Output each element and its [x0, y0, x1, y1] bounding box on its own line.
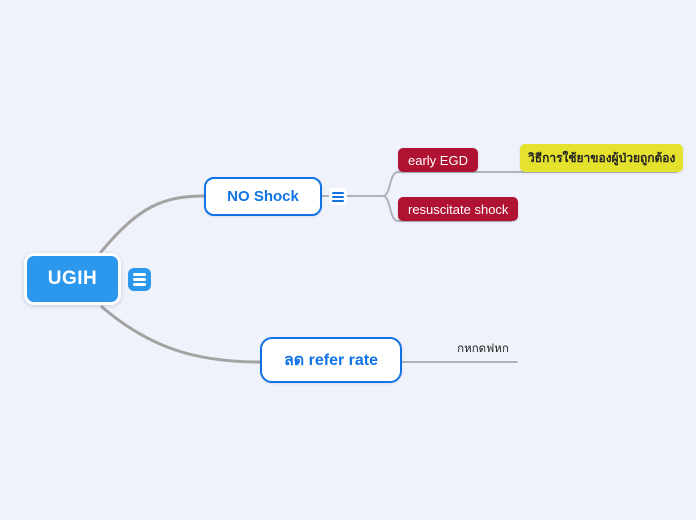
root-node-label: UGIH [47, 268, 98, 289]
node-early-egd[interactable]: early EGD [398, 148, 478, 172]
node-no-shock[interactable]: NO Shock [204, 177, 322, 216]
connector-no-shock-children [321, 171, 677, 222]
connector-root-to-refer-rate [100, 305, 262, 364]
node-refer-rate-label: ลด refer rate [283, 351, 378, 369]
node-medication-use[interactable]: วิธีการใช้ยาของผู้ป่วยถูกต้อง [520, 144, 684, 172]
root-hamburger-icon[interactable] [128, 268, 151, 291]
menu-bar [133, 273, 146, 276]
no-shock-hamburger-icon[interactable] [329, 188, 347, 205]
menu-bar [332, 199, 344, 202]
menu-bar [133, 283, 146, 286]
menu-bar [133, 278, 146, 281]
node-early-egd-label: early EGD [408, 152, 468, 168]
node-plain-text[interactable]: กหกดฟหก [450, 340, 516, 358]
node-resuscitate-shock-label: resuscitate shock [408, 201, 509, 217]
node-plain-text-label: กหกดฟหก [457, 343, 509, 355]
root-node-ugih[interactable]: UGIH [24, 253, 121, 305]
node-resuscitate-shock[interactable]: resuscitate shock [398, 197, 519, 221]
node-refer-rate[interactable]: ลด refer rate [260, 337, 402, 383]
menu-bar [332, 195, 344, 198]
connector-root-to-no-shock [99, 194, 206, 254]
menu-bar [332, 191, 344, 194]
node-medication-use-label: วิธีการใช้ยาของผู้ป่วยถูกต้อง [528, 150, 676, 165]
node-no-shock-label: NO Shock [227, 188, 299, 205]
